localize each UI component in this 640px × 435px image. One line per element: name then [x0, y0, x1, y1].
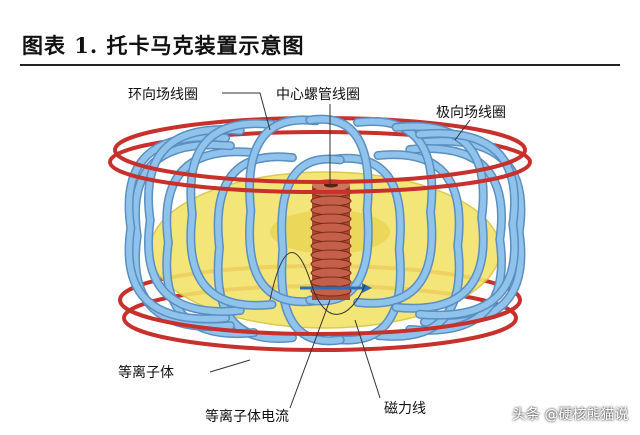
figure-title: 图表 1. 托卡马克装置示意图: [22, 33, 305, 58]
label-field-line: 磁力线: [384, 401, 426, 417]
label-poloidal-coil: 极向场线圈: [436, 105, 506, 121]
magnetic-field-line: [269, 252, 366, 315]
toroidal-coil-highlight: [416, 130, 518, 319]
leader-lines: [209, 92, 471, 409]
central-solenoid: [310, 179, 352, 300]
toroidal-coil-highlight: [187, 120, 275, 309]
label-central-solenoid: 中心螺管线圈: [276, 87, 360, 103]
poloidal-ring-front: [108, 161, 532, 194]
watermark: 头条 @硬核熊猫说: [512, 407, 629, 423]
label-toroidal-coil: 环向场线圈: [128, 87, 198, 103]
toroidal-coil-highlight: [246, 116, 320, 305]
title-divider: [20, 64, 620, 66]
poloidal-ring-front: [122, 317, 518, 352]
poloidal-ring-front: [118, 299, 522, 336]
poloidal-ring-front: [113, 149, 527, 184]
poloidal-ring-back: [108, 130, 532, 163]
poloidal-rings-front: [108, 149, 532, 352]
label-plasma-current: 等离子体电流: [205, 409, 289, 425]
toroidal-coil-highlight: [145, 126, 244, 315]
label-plasma: 等离子体: [118, 365, 174, 381]
toroidal-coil-highlight: [132, 141, 234, 330]
